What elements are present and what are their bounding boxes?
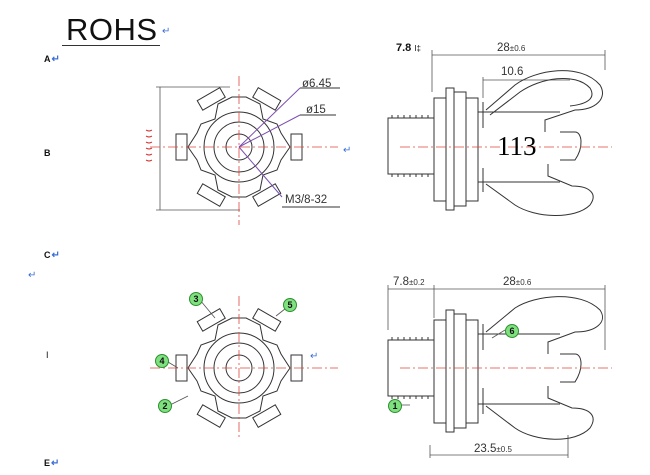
row-label-a: A↵ [44,54,60,65]
dim-length-bottom: 28±0.6 [503,276,532,288]
callout-2: 2 [158,399,172,413]
row-label-e: E↵ [44,458,60,469]
title: ROHS [66,12,158,47]
dim-thickness-bottom: 7.8±0.2 [393,276,425,288]
dim-base-length: 23.5±0.5 [474,443,512,455]
callout-4: 4 [155,354,169,368]
title-underline [62,45,160,46]
callout-6: 6 [505,324,519,338]
dim-thread: M3/8-32 [285,194,328,206]
part-label: 113 [497,131,537,161]
dim-length-top: 28±0.6 [497,42,526,54]
return-mark-icon: ↵ [162,26,171,37]
return-mark-icon: ↵ [343,145,352,156]
front-view-bottom [167,299,303,429]
side-view-bottom [387,285,606,458]
row-label-i: I [46,350,49,360]
side-view-top [387,50,606,216]
row-label-c: C↵ [44,250,60,261]
callout-3: 3 [189,292,203,306]
dim-inner-length: 10.6 [501,66,524,78]
return-mark-icon: ↵ [28,270,37,281]
callout-5: 5 [283,298,297,312]
callout-1: 1 [388,399,402,413]
dim-inner-diameter: ø15 [306,104,326,116]
return-mark-icon: ↵ [310,351,319,362]
row-label-b: B [44,148,51,158]
dim-outer-diameter: ø6.45 [302,78,332,90]
